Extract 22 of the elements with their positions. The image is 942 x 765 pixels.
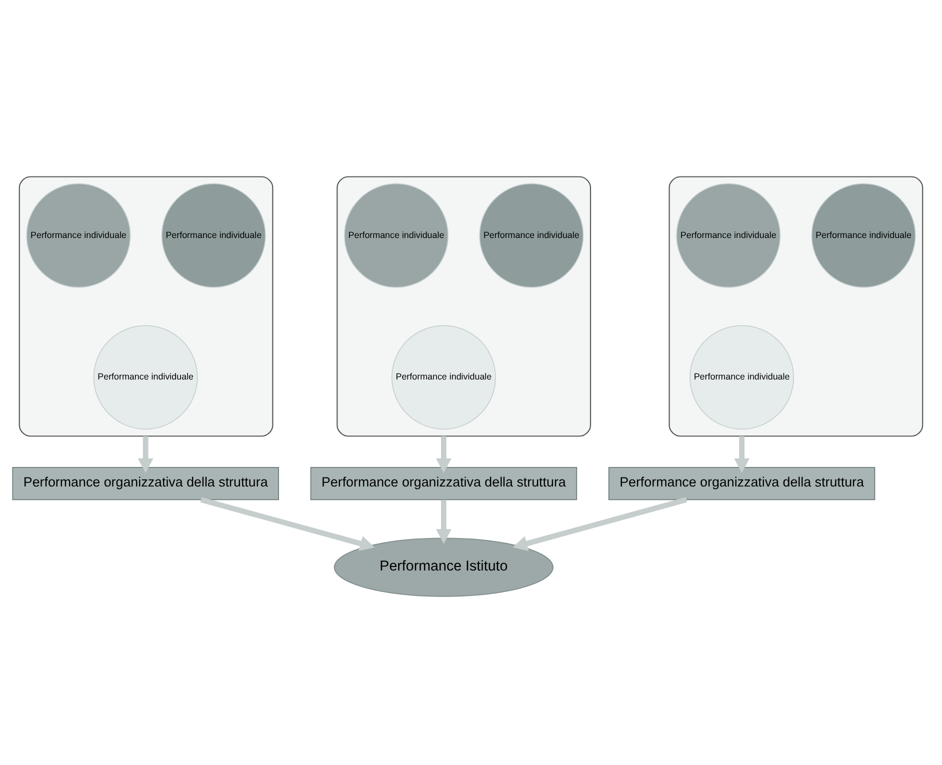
node-circle: Performance individuale: [690, 324, 794, 430]
node-circle: Performance individuale: [26, 182, 131, 288]
node-circle: Performance individuale: [676, 182, 781, 288]
node-box: Performance organizzativa della struttura: [310, 466, 578, 500]
arrow: [200, 496, 375, 551]
node-circle: Performance individuale: [391, 324, 496, 430]
node-circle: Performance individuale: [161, 182, 266, 288]
arrow: [436, 436, 452, 473]
arrow: [436, 499, 452, 544]
cluster: [18, 176, 274, 436]
arrow: [734, 436, 750, 473]
node-circle: Performance individuale: [811, 182, 916, 288]
node-circle: Performance individuale: [93, 324, 198, 430]
arrow: [512, 496, 688, 551]
node-box: Performance organizzativa della struttura: [12, 466, 279, 500]
node-circle: Performance individuale: [479, 182, 584, 288]
cluster: [668, 176, 924, 436]
node-ellipse: Performance Istituto: [334, 537, 554, 596]
arrow: [138, 436, 154, 473]
cluster: [336, 176, 592, 436]
node-box: Performance organizzativa della struttura: [608, 466, 876, 500]
node-circle: Performance individuale: [344, 182, 449, 288]
